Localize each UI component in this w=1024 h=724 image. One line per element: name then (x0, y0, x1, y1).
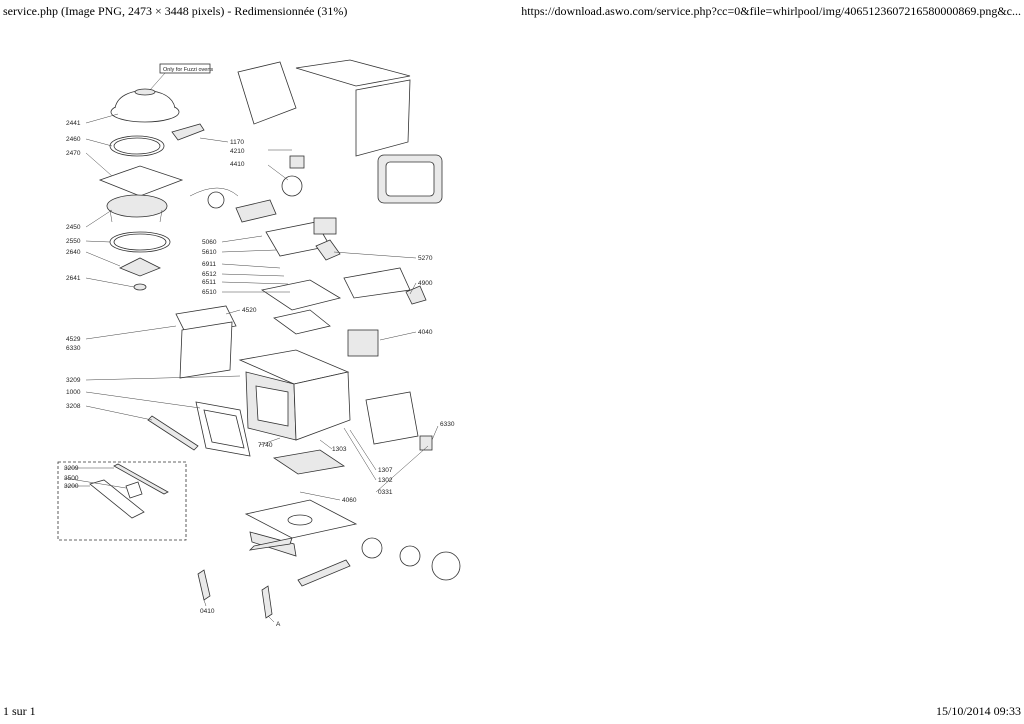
part-3208 (147, 415, 199, 451)
parts-left-stack: Only for Fuzzi ovens (98, 63, 213, 291)
label-6330-left: 6330 (66, 345, 81, 352)
part-1170 (171, 123, 205, 141)
inset-3209-3500-3200 (57, 461, 187, 541)
part-4410 (281, 175, 303, 197)
print-footer-page: 1 sur 1 (3, 704, 36, 718)
part-side-panel (237, 61, 297, 125)
part-stirrer (207, 191, 225, 209)
part-foot-A (261, 585, 273, 619)
label-1307: 1307 (378, 467, 393, 474)
part-6510 (260, 279, 342, 311)
label-4040: 4040 (418, 329, 433, 336)
label-5060: 5060 (202, 239, 217, 246)
label-2470: 2470 (66, 150, 81, 157)
label-3209: 3209 (66, 377, 81, 384)
part-2640 (119, 257, 161, 277)
parts-cavity-door (147, 349, 433, 557)
label-4060: 4060 (342, 497, 357, 504)
label-4520: 4520 (242, 307, 257, 314)
part-fan-1 (361, 537, 383, 559)
part-fan-2 (399, 545, 421, 567)
label-2441: 2441 (66, 120, 81, 127)
note-text: Only for Fuzzi ovens (163, 67, 213, 73)
label-6510: 6510 (202, 289, 217, 296)
label-2460: 2460 (66, 136, 81, 143)
part-1307-panel (365, 391, 419, 445)
label-3200: 3200 (64, 483, 79, 490)
label-3208: 3208 (66, 403, 81, 410)
label-2640: 2640 (66, 249, 81, 256)
label-6512: 6512 (202, 271, 217, 278)
part-fan-3 (431, 551, 461, 581)
part-4900 (405, 285, 427, 305)
label-6330-right: 6330 (440, 421, 455, 428)
parts-top-housing (237, 59, 443, 204)
label-7740: 7740 (258, 442, 273, 449)
label-2641: 2641 (66, 275, 81, 282)
part-rail-2 (297, 559, 351, 587)
part-5060 (235, 199, 277, 223)
label-5270: 5270 (418, 255, 433, 262)
part-cavity-side (293, 371, 351, 441)
part-2641 (133, 283, 147, 291)
part-3209 (113, 463, 169, 495)
print-header-title: service.php (Image PNG, 2473 × 3448 pixe… (3, 4, 348, 18)
label-1303: 1303 (332, 446, 347, 453)
label-2450: 2450 (66, 224, 81, 231)
label-inset-3209: 3209 (64, 465, 79, 472)
leader-lines (63, 113, 439, 623)
parts-middle (175, 155, 427, 379)
part-6330 (419, 435, 433, 451)
label-0410: 0410 (200, 608, 215, 615)
part-5270 (315, 239, 341, 261)
label-5610: 5610 (202, 249, 217, 256)
label-4529: 4529 (66, 336, 81, 343)
part-3200 (89, 479, 145, 519)
part-7740-tray (272, 449, 346, 475)
part-4210 (289, 155, 305, 169)
label-1170: 1170 (230, 139, 244, 146)
part-2450 (106, 194, 168, 218)
print-header-url: https://download.aswo.com/service.php?cc… (521, 4, 1021, 18)
part-0410 (197, 569, 211, 601)
part-top-panel (295, 59, 411, 87)
part-labels: 2441 2460 2470 2450 2550 2640 2641 1170 … (64, 120, 455, 628)
label-0331: 0331 (378, 489, 393, 496)
part-rail-1 (248, 537, 293, 551)
label-6511: 6511 (202, 279, 216, 286)
part-4040 (347, 329, 379, 357)
label-3500: 3500 (64, 475, 79, 482)
part-4900-bracket (343, 267, 411, 299)
note-box (159, 63, 211, 74)
label-1302: 1302 (378, 477, 393, 484)
label-A: A (276, 621, 281, 628)
part-4529-panel (179, 321, 233, 379)
parts-bottom (197, 537, 461, 619)
part-2470 (98, 165, 184, 197)
label-4900: 4900 (418, 280, 433, 287)
label-4410: 4410 (230, 161, 245, 168)
print-footer-datetime: 15/10/2014 09:33 (935, 704, 1021, 718)
label-2550: 2550 (66, 238, 81, 245)
part-3500 (125, 481, 143, 499)
part-back-panel (355, 79, 411, 157)
label-1000: 1000 (66, 389, 81, 396)
label-4210: 4210 (230, 148, 245, 155)
label-6911: 6911 (202, 261, 216, 268)
